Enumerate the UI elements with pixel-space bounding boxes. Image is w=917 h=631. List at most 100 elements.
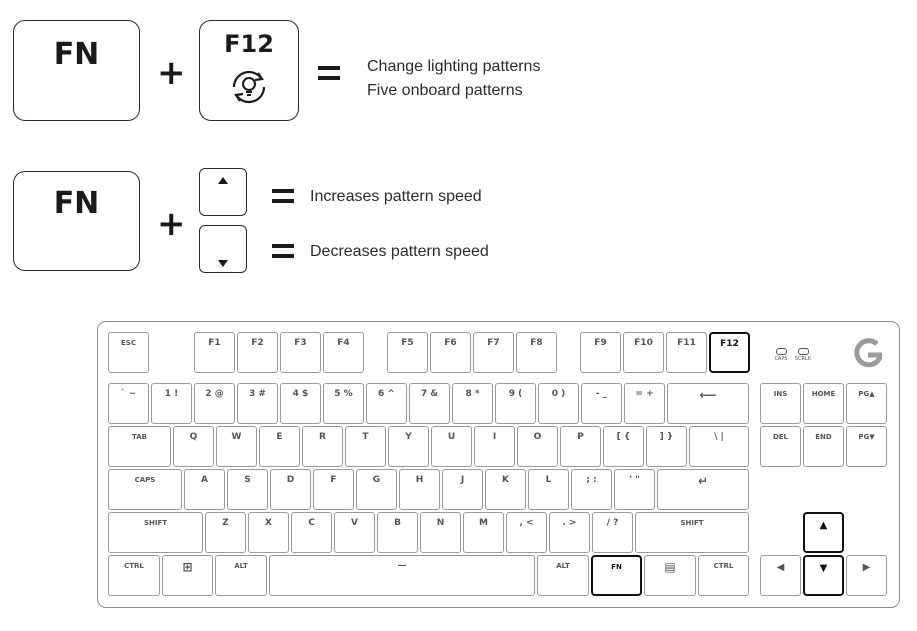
key-quote: ' " <box>614 469 655 510</box>
lighting-description-line1: Change lighting patterns <box>367 58 541 75</box>
lighting-description-line2: Five onboard patterns <box>367 82 523 99</box>
key-u: U <box>431 426 472 467</box>
key-z: Z <box>205 512 246 553</box>
key-h: H <box>399 469 440 510</box>
key-v: V <box>334 512 375 553</box>
key-f5: F5 <box>387 332 428 373</box>
key-b: B <box>377 512 418 553</box>
key-pgup: PG▲ <box>846 383 887 424</box>
key-f11: F11 <box>666 332 707 373</box>
key-f4: F4 <box>323 332 364 373</box>
key-f2: F2 <box>237 332 278 373</box>
key-left: ◀ <box>760 555 801 596</box>
key-n7: 7 & <box>409 383 450 424</box>
key-win: ⊞ <box>162 555 213 596</box>
key-n9: 9 ( <box>495 383 536 424</box>
key-p: P <box>560 426 601 467</box>
fn-key-label: FN <box>53 37 100 72</box>
scroll-lock-indicator: SCRLK <box>792 348 814 362</box>
f12-key-large: F12 <box>199 20 299 121</box>
key-d: D <box>270 469 311 510</box>
key-g: G <box>356 469 397 510</box>
key-semicolon: ; : <box>571 469 612 510</box>
arrow-up-icon <box>218 177 228 184</box>
key-s: S <box>227 469 268 510</box>
key-backspace: ⟵ <box>667 383 749 424</box>
lightbulb-cycle-icon <box>232 70 266 104</box>
key-q: Q <box>173 426 214 467</box>
key-k: K <box>485 469 526 510</box>
key-lalt: ALT <box>215 555 267 596</box>
key-a: A <box>184 469 225 510</box>
key-caps: CAPS <box>108 469 182 510</box>
key-n1: 1 ! <box>151 383 192 424</box>
key-right: ▶ <box>846 555 887 596</box>
key-y: Y <box>388 426 429 467</box>
key-j: J <box>442 469 483 510</box>
plus-sign: + <box>157 53 186 93</box>
key-f12: F12 <box>709 332 750 373</box>
fn-key-label-2: FN <box>53 186 100 221</box>
key-n4: 4 $ <box>280 383 321 424</box>
key-e: E <box>259 426 300 467</box>
speed-increase-text: Increases pattern speed <box>310 188 482 205</box>
key-minus: - _ <box>581 383 622 424</box>
fn-key-large: FN <box>13 20 140 121</box>
key-ins: INS <box>760 383 801 424</box>
key-del: DEL <box>760 426 801 467</box>
key-rshift: SHIFT <box>635 512 749 553</box>
key-n5: 5 % <box>323 383 364 424</box>
key-n8: 8 * <box>452 383 493 424</box>
key-i: I <box>474 426 515 467</box>
key-l: L <box>528 469 569 510</box>
speed-decrease-text: Decreases pattern speed <box>310 243 489 260</box>
key-t: T <box>345 426 386 467</box>
key-rctrl: CTRL <box>698 555 749 596</box>
key-m: M <box>463 512 504 553</box>
key-f9: F9 <box>580 332 621 373</box>
key-period: . > <box>549 512 590 553</box>
key-f10: F10 <box>623 332 664 373</box>
key-n6: 6 ^ <box>366 383 407 424</box>
down-arrow-key-large <box>199 225 247 273</box>
key-equal: = + <box>624 383 665 424</box>
key-rbracket: ] } <box>646 426 687 467</box>
key-menu: ▤ <box>644 555 696 596</box>
plus-sign-2: + <box>157 204 186 244</box>
key-ralt: ALT <box>537 555 589 596</box>
key-slash: / ? <box>592 512 633 553</box>
key-lshift: SHIFT <box>108 512 203 553</box>
key-c: C <box>291 512 332 553</box>
caps-lock-indicator: CAPS <box>770 348 792 362</box>
key-fn: FN <box>591 555 642 596</box>
key-up: ▲ <box>803 512 844 553</box>
key-n3: 3 # <box>237 383 278 424</box>
key-esc: ESC <box>108 332 149 373</box>
key-o: O <box>517 426 558 467</box>
key-lbracket: [ { <box>603 426 644 467</box>
key-r: R <box>302 426 343 467</box>
key-f3: F3 <box>280 332 321 373</box>
key-f7: F7 <box>473 332 514 373</box>
up-arrow-key-large <box>199 168 247 216</box>
key-f1: F1 <box>194 332 235 373</box>
key-comma: , < <box>506 512 547 553</box>
key-f8: F8 <box>516 332 557 373</box>
key-lctrl: CTRL <box>108 555 160 596</box>
key-enter: ↵ <box>657 469 749 510</box>
arrow-down-icon <box>218 260 228 267</box>
key-x: X <box>248 512 289 553</box>
fn-key-large-2: FN <box>13 171 140 271</box>
key-n2: 2 @ <box>194 383 235 424</box>
key-space: — <box>269 555 535 596</box>
key-backslash: \ | <box>689 426 749 467</box>
key-end: END <box>803 426 844 467</box>
key-n0: 0 ) <box>538 383 579 424</box>
key-grave: ` ~ <box>108 383 149 424</box>
key-f6: F6 <box>430 332 471 373</box>
key-w: W <box>216 426 257 467</box>
logitech-g-logo <box>854 338 883 368</box>
key-down: ▼ <box>803 555 844 596</box>
key-home: HOME <box>803 383 844 424</box>
